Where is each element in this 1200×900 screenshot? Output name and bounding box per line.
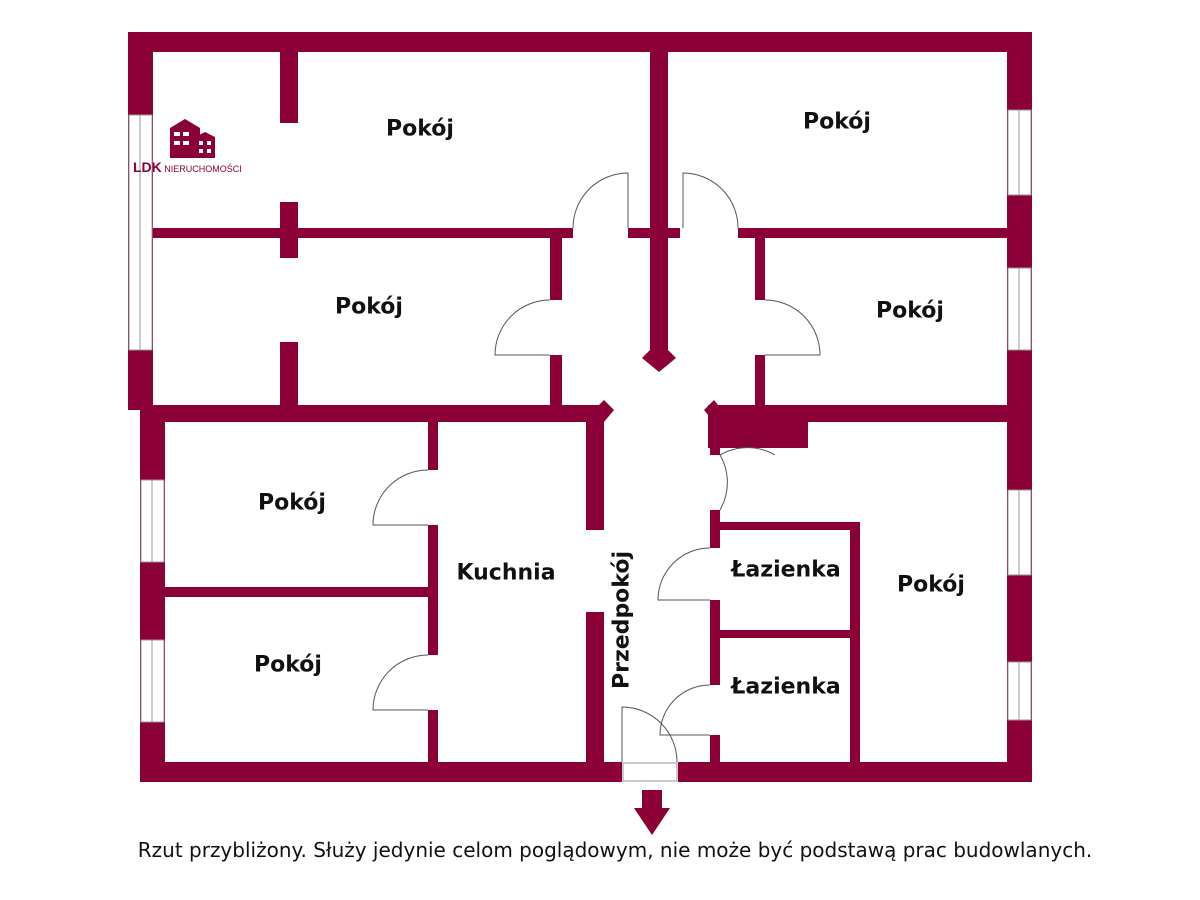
room-label: Pokój xyxy=(258,490,326,516)
logo-text: LDK NIERUCHOMOŚCI xyxy=(133,159,242,175)
room-label: Łazienka xyxy=(731,557,841,583)
room-label: Pokój xyxy=(335,294,403,320)
logo-tagline: NIERUCHOMOŚCI xyxy=(164,164,242,174)
windows xyxy=(128,109,1032,782)
room-label: Kuchnia xyxy=(456,560,556,586)
room-label: Pokój xyxy=(876,298,944,324)
disclaimer-caption: Rzut przybliżony. Służy jedynie celom po… xyxy=(137,838,1093,862)
logo-brand: LDK xyxy=(133,159,162,175)
doors xyxy=(372,172,821,763)
room-label: Łazienka xyxy=(731,674,841,700)
room-label: Przedpokój xyxy=(609,550,635,690)
room-label: Pokój xyxy=(897,572,965,598)
entrance-arrow-icon xyxy=(634,790,670,835)
logo xyxy=(170,119,215,158)
room-label: Pokój xyxy=(803,109,871,135)
walls xyxy=(128,32,1032,835)
room-label: Pokój xyxy=(386,116,454,142)
room-label: Pokój xyxy=(254,652,322,678)
